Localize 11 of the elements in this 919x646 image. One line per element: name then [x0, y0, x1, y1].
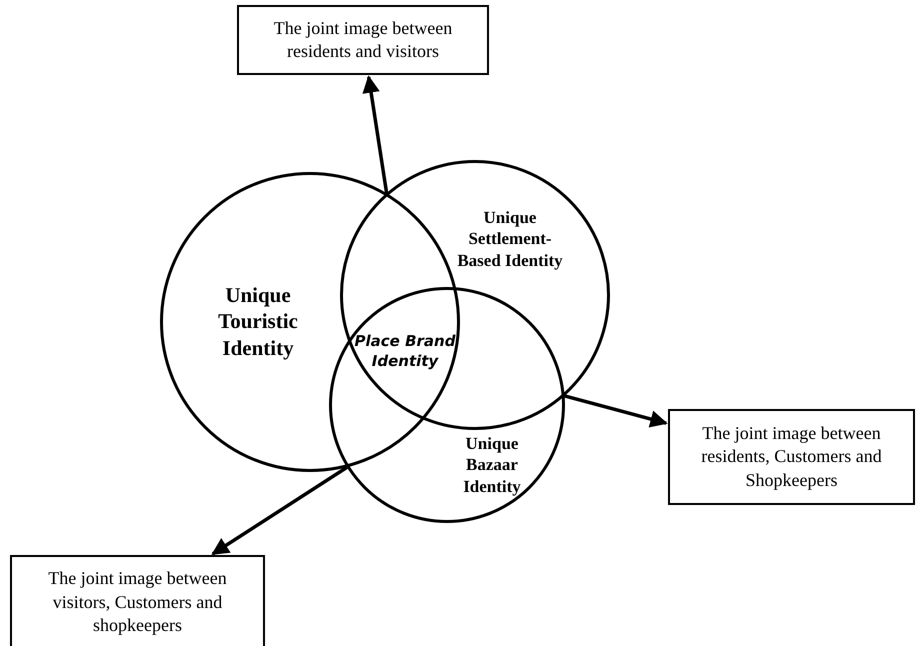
callout-text: The joint image between residents and visitors	[272, 16, 454, 63]
callout-text: The joint image between residents, Customers and Shopkeepers	[700, 422, 883, 492]
callout-box	[237, 5, 489, 75]
circle-label: Unique Touristic Identity	[217, 282, 299, 361]
callout-box	[668, 409, 915, 505]
callout-box	[10, 555, 265, 646]
arrow	[211, 466, 348, 556]
circle-label: Unique Settlement-Based Identity	[456, 207, 564, 271]
center-label: Place Brand Identity	[354, 332, 456, 371]
callout-text: The joint image between visitors, Customers and shopkeepers	[47, 567, 228, 638]
circle-label: Unique Bazaar Identity	[462, 433, 522, 497]
